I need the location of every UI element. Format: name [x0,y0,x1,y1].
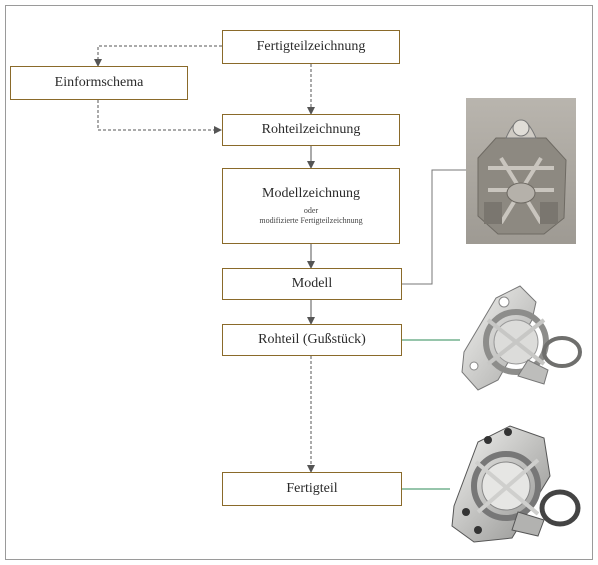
node-sublabel: oder [303,206,319,215]
node-sublabel: modifizierte Fertigteilzeichnung [259,216,363,225]
node-label: Modellzeichnung [262,186,360,201]
edge-einformschema-rohteilzeichnung [97,100,222,134]
edge-fertigteilzeichnung-einformschema [94,45,222,67]
node-label: Fertigteil [286,481,338,496]
node-label: Rohteil (Gußstück) [258,332,366,347]
node-modellzeichnung: Modellzeichnung oder modifizierte Fertig… [222,168,400,244]
node-modell: Modell [222,268,402,300]
node-rohteilzeichnung: Rohteilzeichnung [222,114,400,146]
casting-pattern-photo [466,98,576,244]
node-rohteil: Rohteil (Gußstück) [222,324,402,356]
node-fertigteil: Fertigteil [222,472,402,506]
finished-part-photo [451,425,581,543]
node-fertigteilzeichnung: Fertigteilzeichnung [222,30,400,64]
node-label: Einformschema [54,75,144,90]
node-label: Modell [291,276,333,291]
node-label: Rohteilzeichnung [261,122,361,137]
link-modell-pattern-photo [402,169,466,285]
raw-casting-photo [461,285,582,391]
node-label: Fertigteilzeichnung [256,39,366,54]
node-einformschema: Einformschema [10,66,188,100]
